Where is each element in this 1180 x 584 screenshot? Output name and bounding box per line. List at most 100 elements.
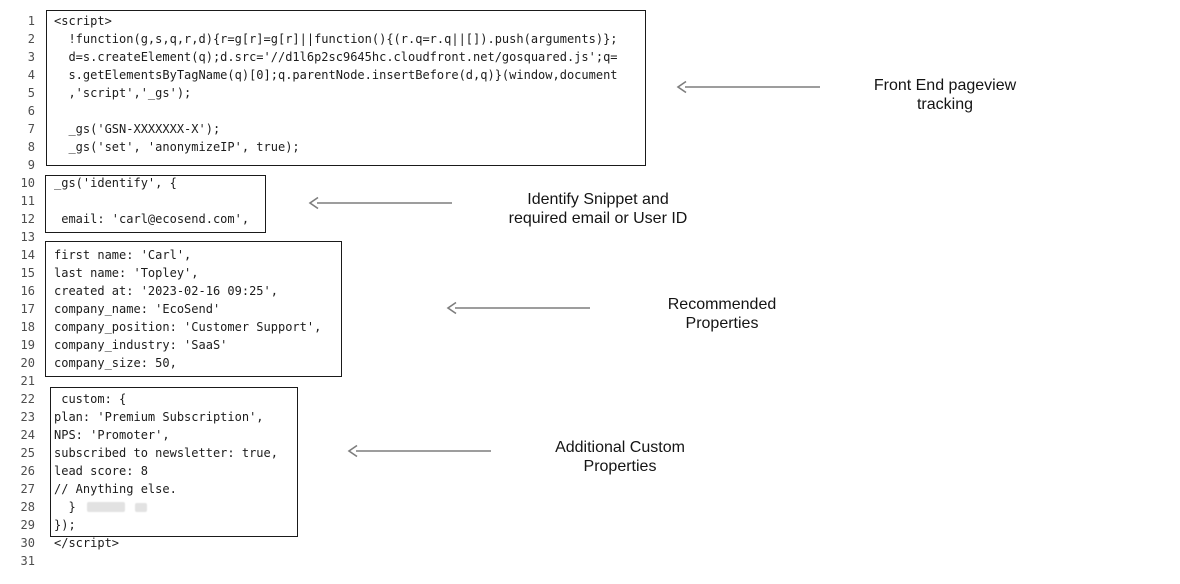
- code-text: plan: 'Premium Subscription',: [54, 410, 264, 424]
- left-arrow-icon: [347, 444, 491, 458]
- annotation-label-recommended-properties: Recommended Properties: [612, 295, 832, 333]
- code-line: 4 s.getElementsByTagName(q)[0];q.parentN…: [0, 66, 1180, 84]
- line-number: 26: [20, 464, 35, 478]
- line-number: 30: [20, 536, 35, 550]
- annotation-label-line: Additional Custom: [555, 439, 685, 456]
- code-line: 5 ,'script','_gs');: [0, 84, 1180, 102]
- code-line: 22 custom: {: [0, 390, 1180, 408]
- left-arrow-icon: [676, 80, 820, 94]
- code-text: custom: {: [54, 392, 127, 406]
- code-text: first name: 'Carl',: [54, 248, 192, 262]
- code-line: 24 NPS: 'Promoter',: [0, 426, 1180, 444]
- line-number: 25: [20, 446, 35, 460]
- code-line: 20 company_size: 50,: [0, 354, 1180, 372]
- code-line: 26 lead score: 8: [0, 462, 1180, 480]
- annotation-label-pageview-tracking: Front End pageview tracking: [835, 76, 1055, 114]
- line-number: 16: [20, 284, 35, 298]
- line-number: 2: [27, 32, 35, 46]
- code-box-recommended-properties: [45, 241, 342, 377]
- annotation-label-line: Properties: [685, 315, 759, 332]
- code-text: _gs('GSN-XXXXXXX-X');: [54, 122, 221, 136]
- code-line: 8 _gs('set', 'anonymizeIP', true);: [0, 138, 1180, 156]
- code-text: s.getElementsByTagName(q)[0];q.parentNod…: [54, 68, 618, 82]
- code-line: 12 email: 'carl@ecosend.com',: [0, 210, 1180, 228]
- code-line: 16 created at: '2023-02-16 09:25',: [0, 282, 1180, 300]
- line-number: 29: [20, 518, 35, 532]
- code-text: created at: '2023-02-16 09:25',: [54, 284, 278, 298]
- code-text: lead score: 8: [54, 464, 148, 478]
- redaction-highlight: [87, 502, 125, 512]
- line-number: 7: [27, 122, 35, 136]
- line-number: 31: [20, 554, 35, 568]
- line-number: 24: [20, 428, 35, 442]
- code-line: 6: [0, 102, 1180, 120]
- redaction-highlight: [135, 503, 147, 512]
- code-text: last name: 'Topley',: [54, 266, 199, 280]
- code-line: 19 company_industry: 'SaaS': [0, 336, 1180, 354]
- line-number: 18: [20, 320, 35, 334]
- code-text: }: [54, 500, 76, 514]
- code-text: });: [54, 518, 76, 532]
- code-line: 13: [0, 228, 1180, 246]
- code-text: d=s.createElement(q);d.src='//d1l6p2sc96…: [54, 50, 618, 64]
- code-text: _gs('set', 'anonymizeIP', true);: [54, 140, 300, 154]
- code-line: 3 d=s.createElement(q);d.src='//d1l6p2sc…: [0, 48, 1180, 66]
- code-text: <script>: [54, 14, 112, 28]
- code-line: 1 <script>: [0, 12, 1180, 30]
- code-line: 11: [0, 192, 1180, 210]
- code-line: 14 first name: 'Carl',: [0, 246, 1180, 264]
- annotation-label-line: Recommended: [667, 296, 777, 313]
- code-listing: 1 <script> 2 !function(g,s,q,r,d){r=g[r]…: [0, 12, 1180, 570]
- annotation-label-line: tracking: [916, 96, 974, 113]
- code-line: 10 _gs('identify', {: [0, 174, 1180, 192]
- code-text: email: 'carl@ecosend.com',: [54, 212, 250, 226]
- line-number: 22: [20, 392, 35, 406]
- line-number: 14: [20, 248, 35, 262]
- code-line: 21: [0, 372, 1180, 390]
- annotation-label-custom-properties: Additional Custom Properties: [510, 438, 730, 476]
- code-text: // Anything else.: [54, 482, 177, 496]
- line-number: 21: [20, 374, 35, 388]
- code-line: 15 last name: 'Topley',: [0, 264, 1180, 282]
- code-line: 18 company_position: 'Customer Support',: [0, 318, 1180, 336]
- annotation-label-line: required email or User ID: [508, 210, 688, 227]
- line-number: 10: [20, 176, 35, 190]
- annotation-label-line: Front End pageview: [873, 77, 1017, 94]
- line-number: 28: [20, 500, 35, 514]
- annotation-label-line: Identify Snippet and: [527, 191, 669, 208]
- code-text: ,'script','_gs');: [54, 86, 192, 100]
- line-number: 5: [27, 86, 35, 100]
- line-number: 4: [27, 68, 35, 82]
- code-line: 28 }: [0, 498, 1180, 516]
- line-number: 11: [20, 194, 35, 208]
- code-text: subscribed to newsletter: true,: [54, 446, 278, 460]
- code-text: company_name: 'EcoSend': [54, 302, 221, 316]
- line-number: 19: [20, 338, 35, 352]
- code-line: 30 </script>: [0, 534, 1180, 552]
- line-number: 23: [20, 410, 35, 424]
- code-line: 7 _gs('GSN-XXXXXXX-X');: [0, 120, 1180, 138]
- line-number: 1: [27, 14, 35, 28]
- annotation-label-identify-snippet: Identify Snippet and required email or U…: [488, 190, 708, 228]
- line-number: 13: [20, 230, 35, 244]
- code-text: _gs('identify', {: [54, 176, 177, 190]
- code-text: company_industry: 'SaaS': [54, 338, 228, 352]
- code-line: 29 });: [0, 516, 1180, 534]
- code-box-pageview-tracking: [46, 10, 646, 166]
- code-line: 17 company_name: 'EcoSend': [0, 300, 1180, 318]
- code-line: 31: [0, 552, 1180, 570]
- line-number: 20: [20, 356, 35, 370]
- line-number: 15: [20, 266, 35, 280]
- code-text: !function(g,s,q,r,d){r=g[r]=g[r]||functi…: [54, 32, 618, 46]
- line-number: 8: [27, 140, 35, 154]
- line-number: 17: [20, 302, 35, 316]
- line-number: 27: [20, 482, 35, 496]
- line-number: 3: [27, 50, 35, 64]
- line-number: 9: [27, 158, 35, 172]
- code-line: 9: [0, 156, 1180, 174]
- code-text: company_size: 50,: [54, 356, 177, 370]
- code-text: company_position: 'Customer Support',: [54, 320, 322, 334]
- line-number: 6: [27, 104, 35, 118]
- line-number: 12: [20, 212, 35, 226]
